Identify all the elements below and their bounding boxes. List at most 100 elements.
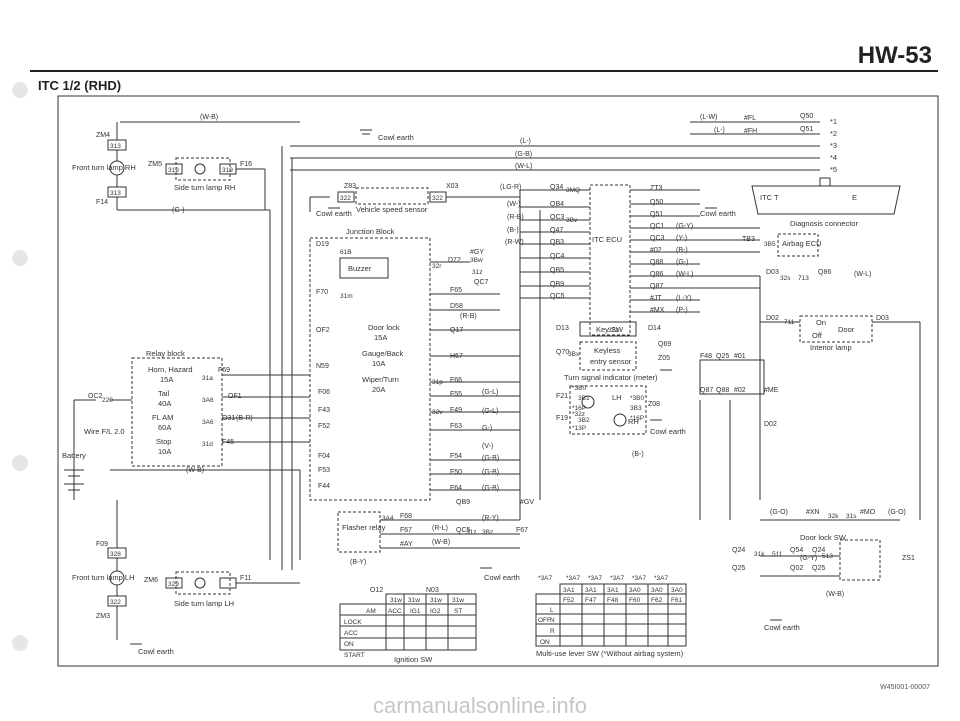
connector-code: 313 xyxy=(110,190,121,197)
header-rule xyxy=(30,70,938,72)
terminal-label: Q51 xyxy=(800,126,813,133)
wire-color: (G-L) xyxy=(482,408,498,415)
terminal-label: F06 xyxy=(318,389,330,396)
wire-color: (R-Y) xyxy=(482,515,499,522)
wire-color: (B-) xyxy=(507,227,519,234)
label-vehicle-speed-sensor: Vehicle speed sensor xyxy=(356,205,428,214)
label-cowl-earth: Cowl earth xyxy=(764,623,800,632)
label-cowl-earth: Cowl earth xyxy=(700,209,736,218)
wire-color: (W-L) xyxy=(676,271,693,278)
multiuse-off: OFF xyxy=(538,617,551,624)
label-cowl-earth: Cowl earth xyxy=(138,647,174,656)
connector-code: 3Bx xyxy=(568,351,580,358)
terminal-label: #JT xyxy=(650,295,662,302)
terminal-label: F63 xyxy=(450,423,462,430)
terminal-label: D13 xyxy=(556,325,569,332)
terminal-label: QC3 xyxy=(550,214,565,221)
ignition-pin: 31w xyxy=(408,597,420,604)
terminal-label: F55 xyxy=(450,391,462,398)
connector-code: 31z xyxy=(466,529,476,536)
terminal-label: Q86 xyxy=(818,269,831,276)
multiuse-col: F60 xyxy=(629,597,641,604)
wire-color: (W-B) xyxy=(200,114,218,121)
terminal-label: OC2 xyxy=(88,393,103,400)
multiuse-col: F52 xyxy=(563,597,575,604)
terminal-label: D19 xyxy=(316,241,329,248)
terminal-label: Q25 xyxy=(716,353,729,360)
terminal-label: QB9 xyxy=(456,499,470,506)
label-multi-use-lever: Multi-use lever SW (*Without airbag syst… xyxy=(536,649,684,658)
terminal-label: Q51 xyxy=(650,211,663,218)
terminal-label: F68 xyxy=(400,513,412,520)
terminal-label: N59 xyxy=(316,363,329,370)
wire-color: (V-) xyxy=(482,443,493,450)
connector-code: 322 xyxy=(432,195,443,202)
connector-code: 3MQ xyxy=(566,187,580,194)
terminal-label: D14 xyxy=(648,325,661,332)
fuse-gauge-back: Gauge/Back xyxy=(362,349,404,358)
terminal-label: F09 xyxy=(96,541,108,548)
multiuse-top: *3A7 xyxy=(610,575,624,582)
terminal-label: F04 xyxy=(318,453,330,460)
multiuse-top: *3A7 xyxy=(632,575,646,582)
label-off: Off xyxy=(812,331,823,340)
multiuse-row: N xyxy=(550,617,555,624)
fuse-wiper-turn: Wiper/Turn xyxy=(362,375,399,384)
diagram-frame xyxy=(57,95,939,667)
fuse-fl-am: FL AM xyxy=(152,413,173,422)
connector-code: 31k xyxy=(754,551,765,558)
terminal-label: D03 xyxy=(876,315,889,322)
label-itc-t: ITC T xyxy=(760,193,779,202)
terminal-label: OF1 xyxy=(228,393,242,400)
wire-color: (B-Y) xyxy=(350,559,366,566)
terminal-label: F19 xyxy=(556,415,568,422)
label-lh: LH xyxy=(612,393,622,402)
terminal-label: #02 xyxy=(650,247,662,254)
terminal-label: TB3 xyxy=(742,236,755,243)
connector-code: 31a xyxy=(202,375,213,382)
ignition-col: IG2 xyxy=(430,608,441,615)
connector-code: 32z xyxy=(608,327,618,334)
terminal-label: Q69 xyxy=(658,341,671,348)
meter-note: *3B0 xyxy=(572,385,586,392)
terminal-label: D03 xyxy=(766,269,779,276)
fuse-gauge-amp: 10A xyxy=(372,359,385,368)
wire-color: (R-W) xyxy=(505,239,524,246)
multiuse-pin: 3A0 xyxy=(629,587,641,594)
meter-note: *3B0 xyxy=(630,395,644,402)
terminal-label: F69 xyxy=(218,367,230,374)
connector-code: 32v xyxy=(432,409,443,416)
terminal-label: QB5 xyxy=(550,267,564,274)
terminal-label: F21 xyxy=(556,393,568,400)
label-diagnosis-connector: Diagnosis connector xyxy=(790,219,858,228)
terminal-label: OF2 xyxy=(316,327,330,334)
wire-color: (R-B) xyxy=(507,214,524,221)
terminal-label: F44 xyxy=(318,483,330,490)
connector-code: 32s xyxy=(780,275,791,282)
label-cowl-earth: Cowl earth xyxy=(378,133,414,142)
terminal-label: D58 xyxy=(450,303,463,310)
wire-color: (B-) xyxy=(676,247,688,254)
meter-note: *32z xyxy=(572,411,585,418)
terminal-label: D02 xyxy=(766,315,779,322)
label-door: Door xyxy=(838,325,855,334)
connector-code: 32r xyxy=(432,263,442,270)
wire-color: (G-L) xyxy=(482,389,498,396)
page-number: HW-53 xyxy=(857,42,932,69)
terminal-label: F52 xyxy=(318,423,330,430)
terminal-label: ZS1 xyxy=(902,555,915,562)
terminal-label: Z05 xyxy=(658,355,670,362)
terminal-label: QC1 xyxy=(650,223,665,230)
terminal-label: Q34 xyxy=(550,184,563,191)
connector-code: 220 xyxy=(102,397,113,404)
terminal-label: O12 xyxy=(370,587,383,594)
connector-code: 3B2 xyxy=(578,417,590,424)
connector-code: 713 xyxy=(798,275,809,282)
terminal-label: F45 xyxy=(222,439,234,446)
meter-note: *16P xyxy=(572,405,586,412)
terminal-label: #FL xyxy=(744,115,756,122)
ignition-col: ACC xyxy=(388,608,402,615)
multiuse-top: *3A7 xyxy=(566,575,580,582)
terminal-label: Q87 xyxy=(650,283,663,290)
terminal-label: Q50 xyxy=(800,113,813,120)
